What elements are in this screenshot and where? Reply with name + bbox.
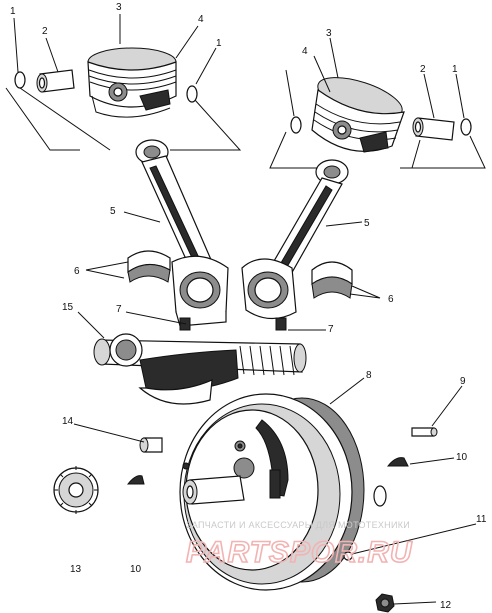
callout-15: 15 <box>62 302 74 313</box>
piston-left <box>87 47 177 118</box>
circlip-right-outer <box>460 118 472 136</box>
rod-bearing-left <box>127 250 171 283</box>
callout-5-right: 5 <box>364 218 370 229</box>
callout-8: 8 <box>366 370 372 381</box>
callout-4-top-right: 4 <box>302 46 308 57</box>
washer <box>343 551 353 561</box>
callout-6-right: 6 <box>388 294 394 305</box>
callout-1-top-right: 1 <box>452 64 458 75</box>
woodruff-key-left <box>126 475 145 485</box>
left-piston-assembly <box>5 47 242 151</box>
watermark-brand: PARTSPOR.RU <box>186 536 413 569</box>
callout-5-left: 5 <box>110 206 116 217</box>
callout-10-right: 10 <box>456 452 468 463</box>
callout-13: 13 <box>70 564 82 575</box>
wrist-pin-right <box>412 117 455 141</box>
callout-11: 11 <box>476 514 487 525</box>
callout-4-top-left: 4 <box>198 14 204 25</box>
rod-bearing-right <box>311 261 353 299</box>
dowel-pin <box>411 427 438 437</box>
callout-9: 9 <box>460 376 466 387</box>
callout-3-top-right: 3 <box>326 28 332 39</box>
callout-7-left: 7 <box>116 304 122 315</box>
flywheel <box>179 393 387 591</box>
sleeve <box>139 437 163 453</box>
circlip-left-inner <box>186 85 198 103</box>
leader-lines <box>13 14 477 605</box>
circlip-left-outer <box>14 71 26 89</box>
wrist-pin-left <box>36 69 75 93</box>
callout-1-top-left: 1 <box>10 6 16 17</box>
woodruff-key-right <box>386 457 409 467</box>
callout-6-left: 6 <box>74 266 80 277</box>
callout-3-top-left: 3 <box>116 2 122 13</box>
circlip-right-inner <box>290 116 302 134</box>
callout-7-right: 7 <box>328 324 334 335</box>
crankshaft-gear <box>109 333 143 367</box>
callout-14: 14 <box>62 416 74 427</box>
callout-numbers: 1 2 3 4 1 3 4 2 1 5 5 6 6 15 7 7 8 9 14 … <box>10 2 487 611</box>
callout-1-top-center: 1 <box>216 38 222 49</box>
flywheel-nut <box>375 593 395 613</box>
timing-gear <box>53 466 99 514</box>
piston-right <box>311 77 405 153</box>
right-piston-assembly <box>269 77 486 169</box>
flywheel-hub <box>182 475 245 505</box>
callout-2-top-left: 2 <box>42 26 48 37</box>
callout-12: 12 <box>440 600 452 611</box>
watermark-caption: ЗАПЧАСТИ И АКСЕССУАРЫ ДЛЯ МОТОТЕХНИКИ <box>186 520 410 530</box>
callout-10-bottom: 10 <box>130 564 142 575</box>
connecting-rod-right <box>241 159 349 331</box>
crankshaft <box>93 333 307 405</box>
connecting-rod-left <box>135 139 229 331</box>
callout-2-top-right: 2 <box>420 64 426 75</box>
